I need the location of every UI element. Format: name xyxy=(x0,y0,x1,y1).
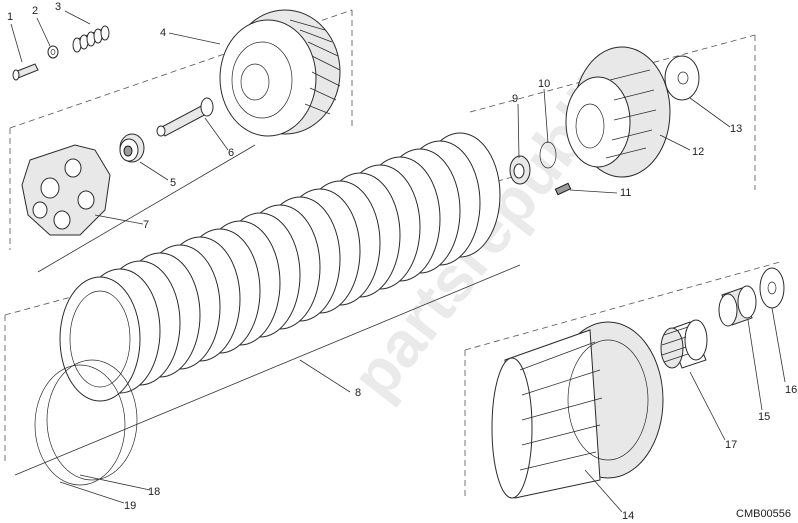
group-frame-right-top xyxy=(469,34,756,190)
clutch-hub-part xyxy=(565,46,671,178)
needle-bearing-part xyxy=(660,319,708,369)
callout-11: 11 xyxy=(620,187,631,199)
small-spring-part xyxy=(554,182,572,196)
callout-16: 16 xyxy=(785,384,797,396)
shim-part xyxy=(664,55,700,101)
callout-6: 6 xyxy=(228,147,234,159)
spacer-washer-part xyxy=(759,267,785,309)
cam-plate-part xyxy=(21,144,111,236)
callout-15: 15 xyxy=(758,411,770,423)
bolt-part xyxy=(12,63,39,81)
callout-5: 5 xyxy=(170,177,176,189)
callout-7: 7 xyxy=(143,219,149,231)
washer-part xyxy=(47,45,59,59)
callout-4: 4 xyxy=(160,27,166,39)
callout-2: 2 xyxy=(32,5,38,17)
clutch-plates-stack xyxy=(59,132,501,402)
clutch-housing-part xyxy=(491,321,664,499)
thrust-washer-part xyxy=(509,155,531,185)
callout-10: 10 xyxy=(538,78,550,90)
callout-19: 19 xyxy=(124,500,136,512)
wire-ring-parts xyxy=(34,359,138,486)
group-line-8 xyxy=(14,264,521,476)
callout-17: 17 xyxy=(725,439,737,451)
pressure-plate-part xyxy=(219,9,341,137)
callout-1: 1 xyxy=(7,11,13,23)
callout-12: 12 xyxy=(692,146,704,158)
group-line-7 xyxy=(37,144,256,273)
push-rod-part xyxy=(156,97,214,137)
bearing-part xyxy=(119,133,145,163)
spring-part xyxy=(72,25,110,53)
callout-14: 14 xyxy=(622,510,634,522)
leader-lines xyxy=(10,10,786,513)
callout-9: 9 xyxy=(512,93,518,105)
callout-8: 8 xyxy=(355,387,361,399)
callout-labels: 1 2 3 4 5 6 7 8 9 10 11 12 13 14 15 16 1… xyxy=(7,1,797,522)
callout-3: 3 xyxy=(55,1,61,13)
drawing-code: CMB00556 xyxy=(736,508,791,520)
group-frame-right-bottom xyxy=(464,261,781,500)
bushing-part xyxy=(718,285,757,327)
callout-18: 18 xyxy=(148,486,160,498)
callout-13: 13 xyxy=(730,123,742,135)
